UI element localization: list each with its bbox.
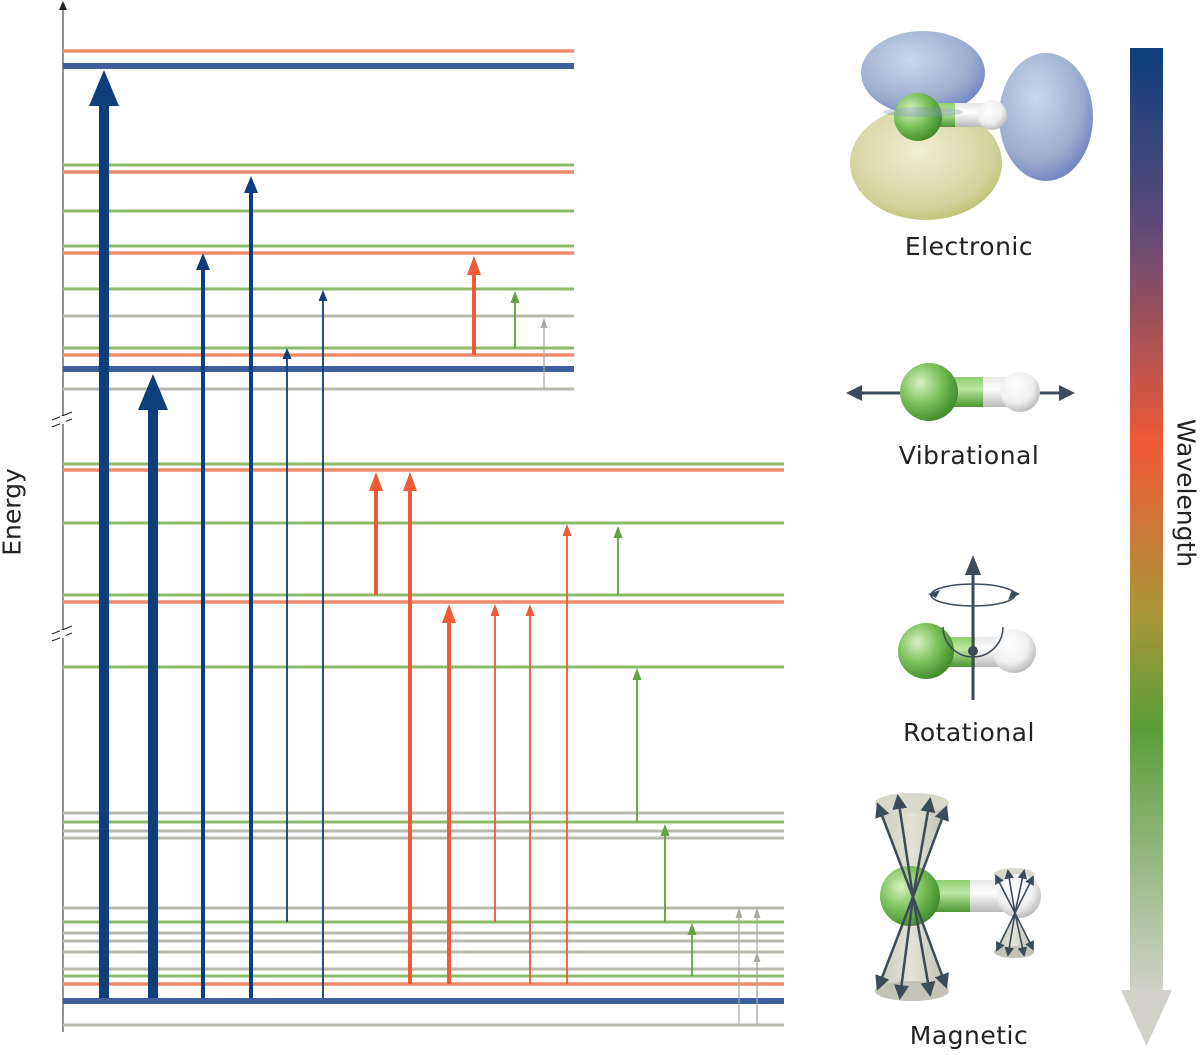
wavelength-label: Wavelength xyxy=(1171,418,1200,568)
rotational-transition-arrow xyxy=(687,923,697,976)
electronic-orbital-icon xyxy=(850,31,1093,220)
electronic-transition-arrow xyxy=(318,290,328,998)
vibrational-label: Vibrational xyxy=(898,441,1040,470)
rotational-transition-arrow xyxy=(510,291,520,348)
energy-levels xyxy=(63,49,784,1027)
electronic-transition-arrow xyxy=(138,374,168,998)
wavelength-bar xyxy=(1121,48,1172,1046)
electronic-transition-arrow xyxy=(196,253,210,998)
vibrational-transition-arrow xyxy=(369,472,383,595)
electronic-label: Electronic xyxy=(904,232,1034,261)
magnetic-precession-icon xyxy=(875,793,1041,1001)
magnetic-transition-arrow xyxy=(735,908,743,1025)
vibrational-transition-arrow xyxy=(490,604,500,922)
vibrational-transition-arrow xyxy=(442,604,456,984)
electronic-transition-arrow xyxy=(244,176,258,998)
electronic-transition-arrow xyxy=(89,70,119,998)
rotational-transition-arrow xyxy=(613,526,623,595)
vibrational-transition-arrow xyxy=(562,524,572,984)
electronic-transition-arrow xyxy=(282,348,292,922)
transition-arrows xyxy=(89,70,761,1025)
energy-axis-arrowhead xyxy=(59,1,67,10)
vibrational-molecule-icon xyxy=(846,363,1075,421)
rotational-label: Rotational xyxy=(903,718,1035,747)
magnetic-transition-arrow xyxy=(540,318,548,389)
rotational-molecule-icon xyxy=(898,555,1036,700)
magnetic-label: Magnetic xyxy=(909,1021,1029,1050)
magnetic-transition-arrow xyxy=(753,952,761,1025)
vibrational-transition-arrow xyxy=(467,256,481,355)
rotational-transition-arrow xyxy=(632,668,642,822)
vibrational-transition-arrow xyxy=(403,472,417,984)
rotational-transition-arrow xyxy=(660,824,670,922)
energy-axis-label: Energy xyxy=(0,468,27,556)
vibrational-transition-arrow xyxy=(525,604,535,984)
